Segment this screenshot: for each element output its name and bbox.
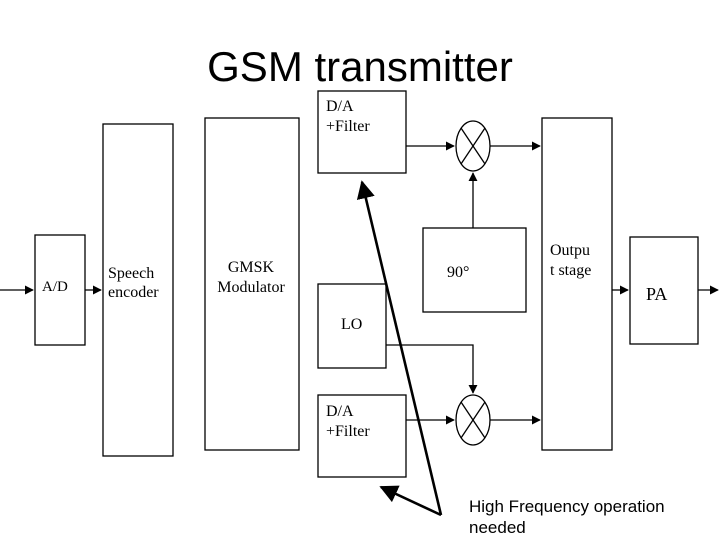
- annotation-pointer-bottom: [379, 485, 442, 517]
- gmsk-modulator-block: [204, 117, 300, 451]
- mixer-bottom: [455, 394, 491, 446]
- da-filter-bottom-label: D/A +Filter: [326, 403, 370, 440]
- mixer-top: [455, 120, 491, 172]
- phase-shift-label: 90°: [447, 264, 470, 281]
- da-filter-top-label: D/A +Filter: [326, 98, 370, 135]
- output-stage-label: Outpu t stage: [548, 241, 594, 281]
- lo-to-mixer-bottom: [386, 344, 478, 394]
- phase-shift-block: [422, 227, 527, 313]
- output-stage-block: [541, 117, 613, 451]
- annotation-pointer-top: [356, 180, 443, 516]
- pa-label: PA: [646, 284, 668, 304]
- lo-block: [317, 283, 387, 369]
- ad-label: A/D: [42, 279, 68, 295]
- da-filter-bottom-block: [317, 394, 407, 478]
- da-filter-top-block: [317, 90, 407, 174]
- gmsk-modulator-label: GMSK Modulator: [217, 259, 285, 296]
- speech-encoder-label: Speech encoder: [108, 265, 159, 301]
- high-frequency-annotation: High Frequency operation needed: [469, 497, 665, 537]
- lo-label: LO: [341, 316, 363, 333]
- diagram-title: GSM transmitter: [207, 43, 513, 90]
- speech-encoder-block: [102, 123, 174, 457]
